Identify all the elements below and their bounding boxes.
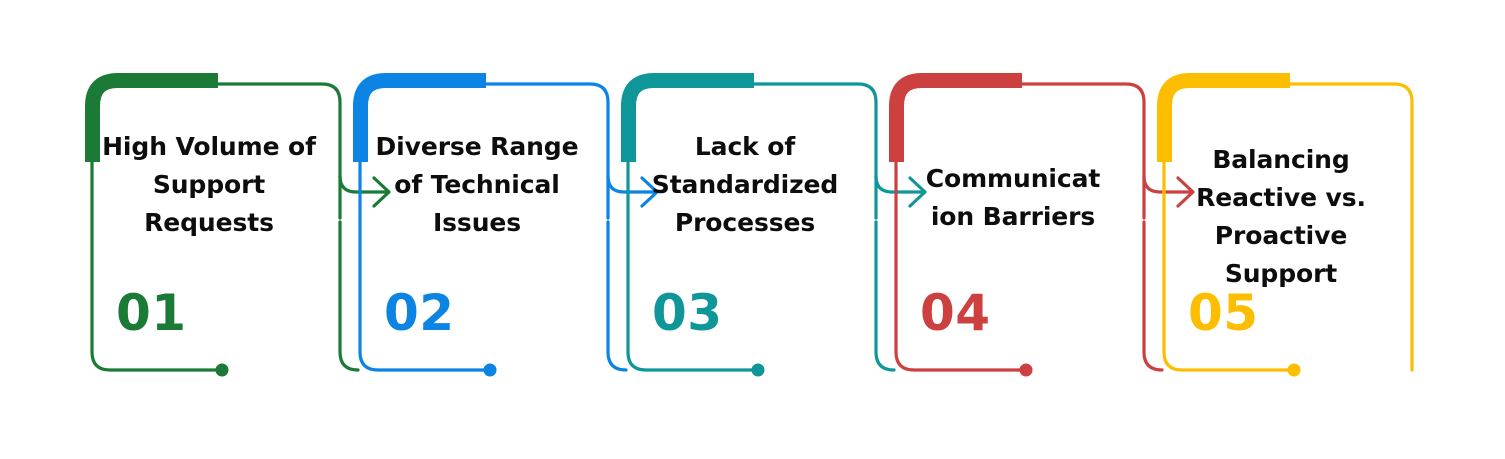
card-outline: [353, 73, 659, 377]
step-title: Balancing Reactive vs. Proactive Support: [1196, 145, 1366, 288]
arrow-head-icon: [372, 176, 391, 208]
card-outline: [621, 73, 927, 377]
arrow-head-icon: [1176, 176, 1195, 208]
arrow-head-icon: [640, 176, 659, 208]
card-bottom-line: [894, 350, 1028, 372]
step-title: Communicat ion Barriers: [925, 164, 1101, 231]
card-right-tail: [338, 220, 360, 372]
step-title: High Volume of Support Requests: [102, 132, 316, 237]
card-arrow-shaft: [874, 175, 926, 194]
card-accent-band: [85, 73, 218, 162]
step-number: 02: [384, 284, 455, 342]
step-title: Lack of Standardized Processes: [651, 132, 839, 237]
process-step-card[interactable]: Communicat ion Barriers 04: [886, 0, 1195, 459]
card-right-tail: [1142, 220, 1164, 372]
card-arrow-shaft: [338, 175, 390, 194]
card-accent-band: [889, 73, 1022, 162]
card-bottom-line: [626, 350, 760, 372]
card-bottom-line: [90, 350, 224, 372]
step-number: 03: [652, 284, 723, 342]
card-accent-band: [1157, 73, 1290, 162]
card-accent-band: [621, 73, 754, 162]
card-end-dot: [1287, 363, 1301, 377]
card-outline: [889, 73, 1195, 377]
process-step-card[interactable]: High Volume of Support Requests 01: [82, 0, 391, 459]
step-number: 01: [116, 284, 187, 342]
process-step-card[interactable]: Balancing Reactive vs. Proactive Support…: [1154, 0, 1444, 459]
step-number: 04: [920, 284, 991, 342]
card-end-dot: [1019, 363, 1033, 377]
arrow-head-icon: [908, 176, 927, 208]
card-right-tail: [874, 220, 896, 372]
card-outline: [85, 73, 391, 377]
process-step-card[interactable]: Diverse Range of Technical Issues 02: [350, 0, 659, 459]
card-accent-band: [353, 73, 486, 162]
card-arrow-shaft: [1142, 175, 1194, 194]
card-end-dot: [483, 363, 497, 377]
card-right-tail: [606, 220, 628, 372]
card-arrow-shaft: [606, 175, 658, 194]
process-step-card[interactable]: Lack of Standardized Processes 03: [618, 0, 927, 459]
card-bottom-line: [358, 350, 492, 372]
step-title: Diverse Range of Technical Issues: [375, 132, 579, 237]
card-bottom-line: [1162, 350, 1296, 372]
card-end-dot: [215, 363, 229, 377]
card-outline: [1157, 73, 1414, 377]
step-number: 05: [1188, 284, 1259, 342]
card-end-dot: [751, 363, 765, 377]
